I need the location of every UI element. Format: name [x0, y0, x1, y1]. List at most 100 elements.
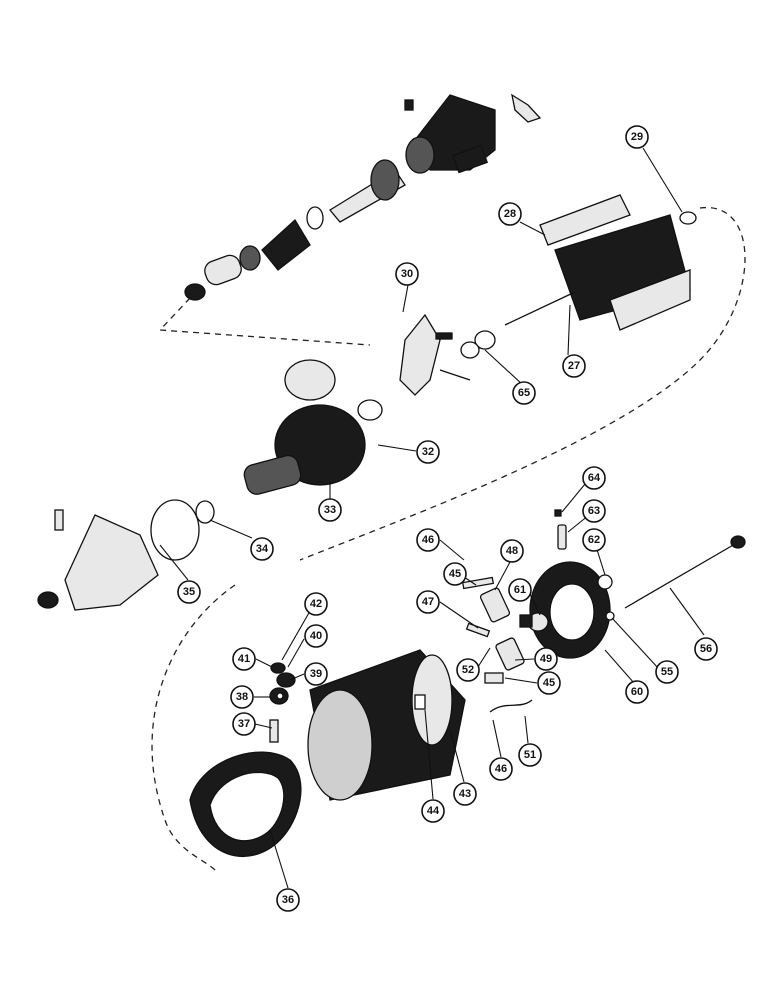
callout-circle [625, 680, 649, 704]
callout-35: 35 [177, 580, 201, 604]
callout-63: 63 [582, 499, 606, 523]
callout-65: 65 [512, 381, 536, 405]
callout-circle [416, 440, 440, 464]
callout-number: 30 [401, 268, 413, 280]
callout-circle [230, 685, 254, 709]
callout-labels: 27 28 29 30 32 33 34 35 [177, 125, 718, 912]
callout-38: 38 [230, 685, 254, 709]
callout-number: 55 [661, 666, 673, 678]
callout-number: 45 [449, 568, 461, 580]
callout-60: 60 [625, 680, 649, 704]
callout-number: 48 [506, 545, 518, 557]
plunger-and-drive-parts [184, 159, 406, 301]
drive-housing [243, 359, 383, 495]
callout-41: 41 [232, 647, 256, 671]
callout-36: 36 [276, 888, 300, 912]
front-cover-and-rings [37, 499, 215, 611]
callout-circle [395, 262, 419, 286]
callout-42: 42 [304, 592, 328, 616]
callout-number: 56 [700, 643, 712, 655]
callout-circle [489, 757, 513, 781]
callout-28: 28 [498, 202, 522, 226]
callout-number: 64 [588, 472, 601, 484]
assembly-guide-lines [151, 207, 746, 871]
callout-circle [276, 888, 300, 912]
callout-number: 32 [422, 446, 434, 458]
solenoid-assembly [404, 93, 542, 174]
callout-46-upper: 46 [416, 528, 440, 552]
callout-circle [304, 592, 328, 616]
callout-number: 45 [543, 677, 555, 689]
callout-51: 51 [518, 743, 542, 767]
callout-49: 49 [534, 647, 558, 671]
callout-number: 40 [310, 630, 322, 642]
callout-circle [416, 590, 440, 614]
callout-number: 27 [568, 360, 580, 372]
callout-number: 51 [524, 749, 536, 761]
callout-number: 60 [631, 686, 643, 698]
callout-number: 63 [588, 505, 600, 517]
callout-circle [177, 580, 201, 604]
callout-circle [498, 202, 522, 226]
callout-circle [232, 712, 256, 736]
through-bolt-and-hardware [269, 509, 746, 705]
callout-number: 46 [495, 763, 507, 775]
callout-46-lower: 46 [489, 757, 513, 781]
callout-number: 47 [422, 596, 434, 608]
callout-number: 29 [631, 131, 643, 143]
field-coils [189, 719, 302, 857]
callout-number: 33 [324, 504, 336, 516]
callout-circle [562, 354, 586, 378]
callout-43: 43 [453, 782, 477, 806]
callout-circle [582, 528, 606, 552]
callout-number: 39 [310, 668, 322, 680]
callout-number: 52 [462, 664, 474, 676]
commutator-end-head [527, 561, 611, 659]
armature-assembly [504, 194, 697, 331]
callout-64: 64 [582, 466, 606, 490]
callout-circle [421, 799, 445, 823]
callout-circle [443, 562, 467, 586]
callout-circle [318, 498, 342, 522]
callout-62: 62 [582, 528, 606, 552]
callout-56: 56 [694, 637, 718, 661]
callout-circle [250, 537, 274, 561]
callout-circle [625, 125, 649, 149]
callout-number: 44 [427, 805, 440, 817]
callout-61: 61 [508, 578, 532, 602]
callout-48: 48 [500, 539, 524, 563]
callout-37: 37 [232, 712, 256, 736]
callout-circle [456, 658, 480, 682]
callout-number: 43 [459, 788, 471, 800]
callout-circle [534, 647, 558, 671]
brush-parts [461, 576, 533, 713]
callout-circle [453, 782, 477, 806]
callout-circle [232, 647, 256, 671]
callout-circle [508, 578, 532, 602]
callout-number: 35 [183, 586, 195, 598]
callout-circle [582, 499, 606, 523]
callout-circle [694, 637, 718, 661]
callout-32: 32 [416, 440, 440, 464]
callout-number: 49 [540, 653, 552, 665]
shift-lever-parts [399, 313, 496, 396]
callout-circle [416, 528, 440, 552]
callout-44: 44 [421, 799, 445, 823]
callout-circle [518, 743, 542, 767]
callout-33: 33 [318, 498, 342, 522]
callout-number: 28 [504, 208, 516, 220]
callout-29: 29 [625, 125, 649, 149]
callout-27: 27 [562, 354, 586, 378]
callout-number: 37 [238, 718, 250, 730]
callout-45-lower: 45 [537, 671, 561, 695]
callout-circle [537, 671, 561, 695]
callout-circle [304, 624, 328, 648]
callout-circle [582, 466, 606, 490]
callout-number: 65 [518, 387, 530, 399]
callout-number: 41 [238, 653, 250, 665]
callout-circle [512, 381, 536, 405]
callout-55: 55 [655, 660, 679, 684]
callout-circle [500, 539, 524, 563]
callout-45-upper: 45 [443, 562, 467, 586]
